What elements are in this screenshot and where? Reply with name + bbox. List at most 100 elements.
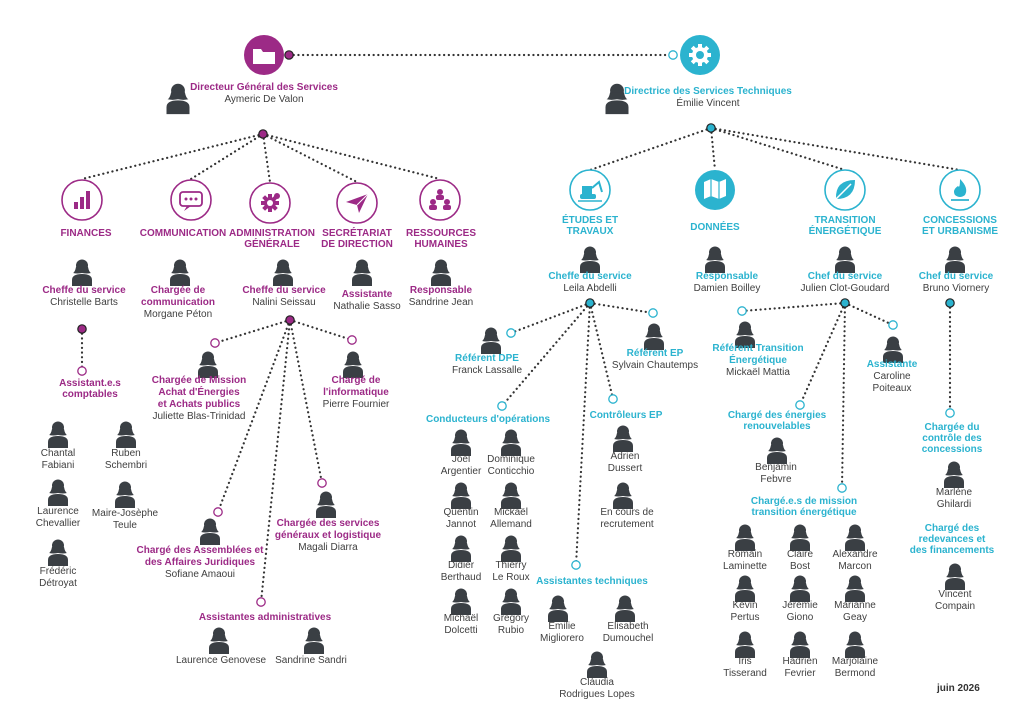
person-label: Quentin Jannot — [443, 507, 478, 531]
role-title: Cheffe du service — [242, 285, 326, 296]
people-icon — [419, 179, 461, 221]
role-title: Chef du service — [807, 271, 883, 282]
dotted-connector — [588, 126, 713, 172]
role-title: Référent Transition Énergétique — [712, 343, 804, 366]
person-label: Maire-Josèphe Teule — [92, 508, 158, 532]
person-icon — [587, 651, 607, 678]
date-label: juin 2026 — [937, 683, 980, 694]
person-icon — [451, 482, 471, 509]
person-name: Émilie Vincent — [676, 98, 740, 109]
person-icon — [835, 246, 855, 273]
person-icon — [200, 518, 220, 545]
dotted-connector — [798, 301, 847, 407]
person-icon — [845, 631, 865, 658]
role-title: Cheffe du service — [548, 271, 632, 282]
role-title: Assistante — [866, 359, 918, 370]
role-title: Responsable — [409, 285, 473, 296]
paper-plane-icon — [336, 182, 378, 224]
person-icon — [613, 482, 633, 509]
person-label: Benjamin Febvre — [755, 462, 797, 486]
chat-bubble-icon — [170, 179, 212, 221]
gear-icon — [680, 35, 720, 75]
role-title: Chargée de communication — [141, 285, 215, 308]
person-label: Chargé des Assemblées et des Affaires Ju… — [137, 545, 264, 581]
unit-title: TRANSITION ÉNERGÉTIQUE — [808, 215, 882, 237]
person-name: Christelle Barts — [50, 297, 118, 308]
person-name: Michaël Dolcetti — [443, 613, 479, 636]
person-label: Marianne Geay — [834, 600, 876, 624]
person-label: Claire Bost — [787, 549, 813, 573]
person-icon — [451, 429, 471, 456]
person-icon — [735, 575, 755, 602]
person-name: Grégory Rubio — [492, 613, 530, 636]
person-name: Nathalie Sasso — [333, 301, 401, 312]
person-name: Ruben Schembri — [104, 448, 148, 471]
person-icon — [501, 588, 521, 615]
person-icon — [790, 524, 810, 551]
person-label: Grégory Rubio — [493, 613, 529, 637]
person-icon — [170, 259, 190, 286]
person-icon — [501, 429, 521, 456]
person-name: Bruno Viornery — [922, 283, 990, 294]
person-name: Sandrine Jean — [408, 297, 474, 308]
person-label: Laurence Genovese — [176, 655, 266, 667]
group-title: Assistantes administratives — [198, 612, 332, 623]
person-name: Pierre Fournier — [322, 399, 390, 410]
endpoint-node — [347, 335, 357, 345]
person-name: En cours de recrutement — [600, 507, 654, 530]
unit-title: COMMUNICATION — [139, 228, 227, 239]
junction-node — [840, 298, 850, 308]
person-name: Clàudia Rodrigues Lopes — [559, 677, 635, 700]
person-label: Chargée de Mission Achat d'Énergies et A… — [152, 375, 246, 423]
person-icon — [644, 323, 664, 350]
dotted-connector — [216, 318, 292, 514]
person-label: Vincent Compain — [935, 589, 975, 613]
person-name: Romain Laminette — [723, 549, 767, 572]
folder-icon — [244, 35, 284, 75]
person-icon — [945, 563, 965, 590]
person-label: Emilie Migliorero — [540, 621, 584, 645]
person-icon — [451, 588, 471, 615]
person-icon — [615, 595, 635, 622]
person-icon — [209, 627, 229, 654]
dotted-connector — [843, 301, 895, 327]
person-label: Marlène Ghilardi — [936, 487, 972, 511]
junction-node — [585, 298, 595, 308]
role-title: Responsable — [695, 271, 759, 282]
person-name: Jérémie Giono — [782, 600, 818, 623]
unit-title: DONNÉES — [690, 222, 740, 233]
person-icon — [945, 246, 965, 273]
person-name: Sandrine Sandri — [275, 655, 347, 666]
endpoint-node — [317, 478, 327, 488]
unit-icons — [61, 35, 981, 224]
role-title: Référent EP — [626, 348, 684, 359]
person-icon — [116, 421, 136, 448]
person-name: Caroline Poiteaux — [872, 371, 912, 394]
person-name: Kevin Pertus — [730, 600, 760, 623]
person-name: Hadrien Fevrier — [782, 656, 818, 679]
person-icon — [115, 481, 135, 508]
person-label: Laurence Chevallier — [36, 506, 80, 530]
person-icon — [613, 425, 633, 452]
map-icon — [695, 170, 735, 210]
endpoint-node — [888, 320, 898, 330]
role-title: Cheffe du service — [42, 285, 126, 296]
group-title: Contrôleurs EP — [589, 410, 663, 421]
connector-nodes — [77, 50, 955, 607]
dotted-connector — [288, 318, 324, 485]
role-title: Chargée des services généraux et logisti… — [274, 518, 382, 541]
unit-title: FINANCES — [60, 228, 112, 239]
person-label: En cours de recrutement — [600, 507, 653, 531]
endpoint-node — [648, 308, 658, 318]
person-name: Sylvain Chautemps — [611, 360, 699, 371]
unit-title: CONCESSIONS ET URBANISME — [921, 215, 999, 237]
person-label: Ruben Schembri — [105, 448, 147, 472]
person-icon — [316, 491, 336, 518]
